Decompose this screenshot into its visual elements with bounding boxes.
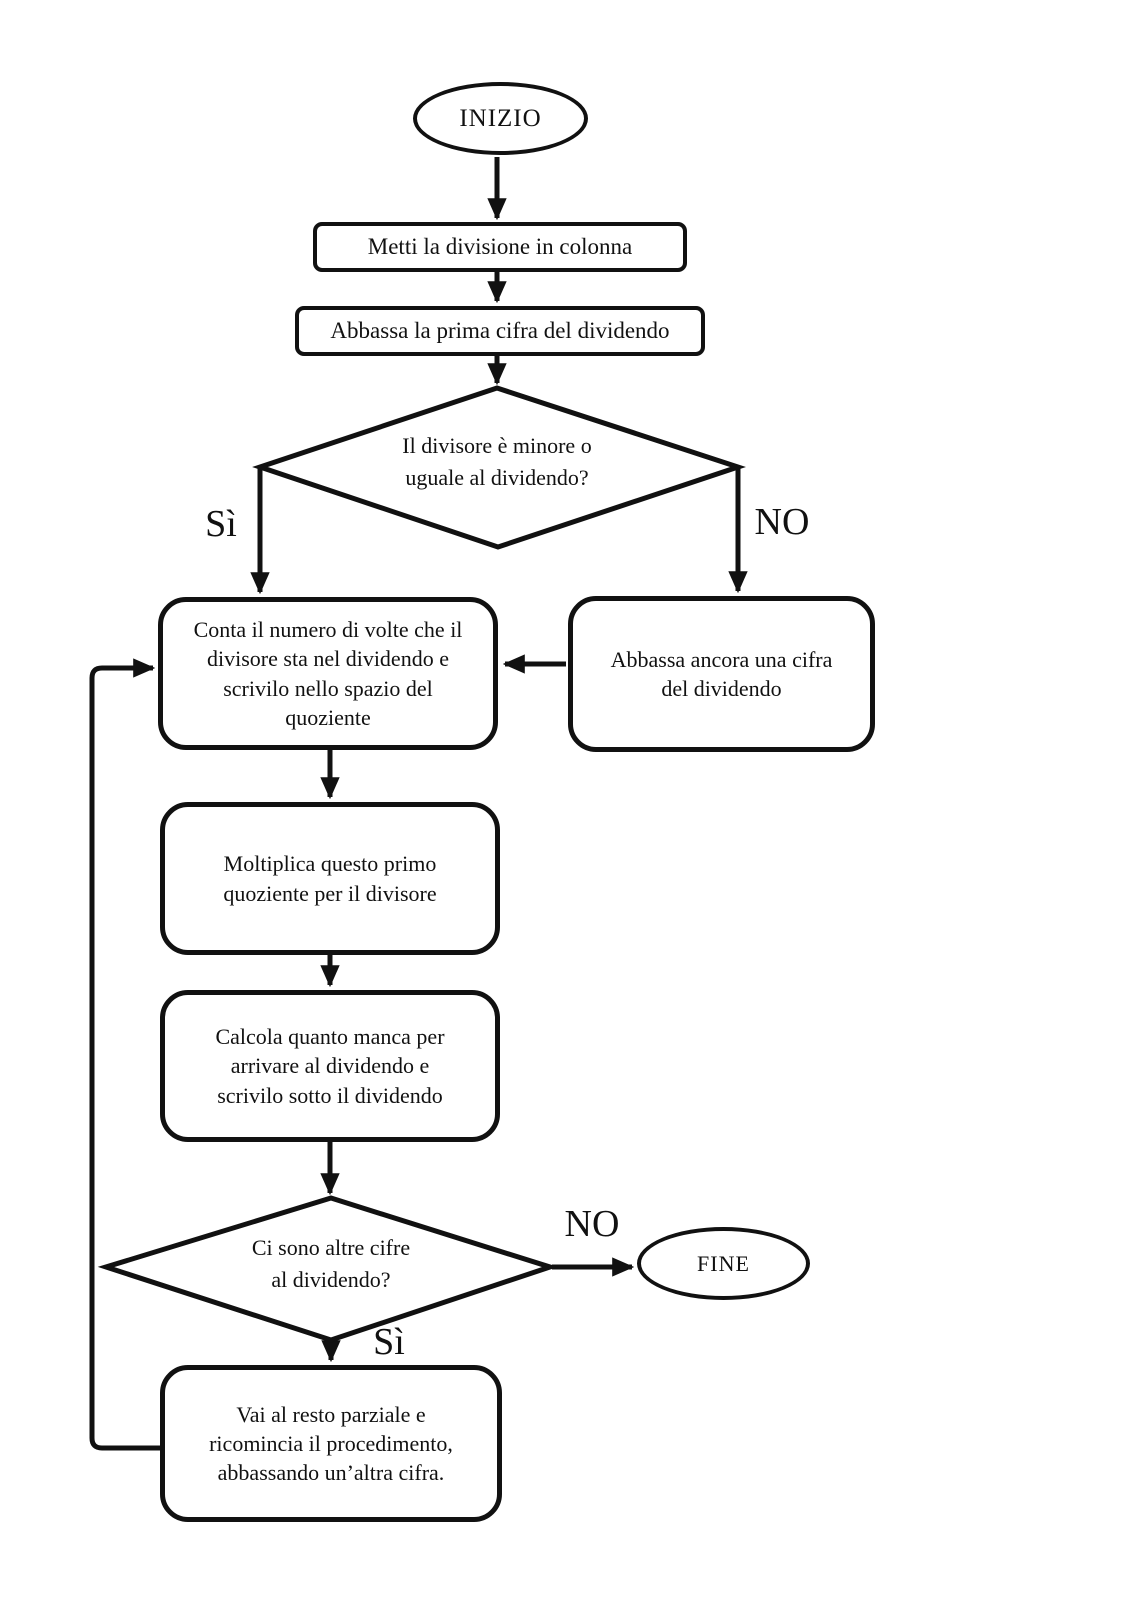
branch-label-yes-1: Sì bbox=[205, 503, 237, 545]
decision-divisor-check-shape bbox=[252, 385, 746, 550]
process-bring-down-another-label: Abbassa ancora una cifra del dividendo bbox=[610, 646, 833, 701]
process-bring-down-first-label: Abbassa la prima cifra del dividendo bbox=[330, 317, 670, 343]
terminator-end-label: FINE bbox=[697, 1250, 750, 1276]
process-compute-remainder: Calcola quanto manca per arrivare al div… bbox=[160, 990, 500, 1142]
process-multiply-label: Moltiplica questo primo quoziente per il… bbox=[223, 851, 437, 906]
process-put-division-label: Metti la divisione in colonna bbox=[367, 233, 633, 259]
decision-divisor-check-label: Il divisore è minore o uguale al dividen… bbox=[402, 433, 592, 490]
process-go-to-partial-remainder-label: Vai al resto parziale e ricomincia il pr… bbox=[209, 1401, 453, 1486]
branch-label-yes-2: Sì bbox=[373, 1321, 405, 1363]
process-multiply: Moltiplica questo primo quoziente per il… bbox=[160, 802, 500, 955]
terminator-end: FINE bbox=[637, 1227, 810, 1300]
branch-label-no-1: NO bbox=[754, 501, 810, 543]
process-bring-down-first: Abbassa la prima cifra del dividendo bbox=[295, 306, 705, 356]
edge-loop-back-to-count-times bbox=[89, 658, 160, 1451]
process-count-times: Conta il numero di volte che il divisore… bbox=[158, 597, 498, 750]
decision-more-digits-shape bbox=[97, 1195, 559, 1343]
terminator-start: INIZIO bbox=[413, 82, 588, 155]
process-compute-remainder-label: Calcola quanto manca per arrivare al div… bbox=[215, 1024, 445, 1108]
process-put-division: Metti la divisione in colonna bbox=[313, 222, 687, 272]
terminator-start-label: INIZIO bbox=[459, 105, 542, 132]
decision-more-digits-label: Ci sono altre cifre al dividendo? bbox=[251, 1235, 411, 1292]
process-bring-down-another: Abbassa ancora una cifra del dividendo bbox=[568, 596, 875, 752]
process-go-to-partial-remainder: Vai al resto parziale e ricomincia il pr… bbox=[160, 1365, 502, 1522]
branch-label-no-2: NO bbox=[564, 1203, 620, 1245]
process-count-times-label: Conta il numero di volte che il divisore… bbox=[193, 617, 463, 730]
